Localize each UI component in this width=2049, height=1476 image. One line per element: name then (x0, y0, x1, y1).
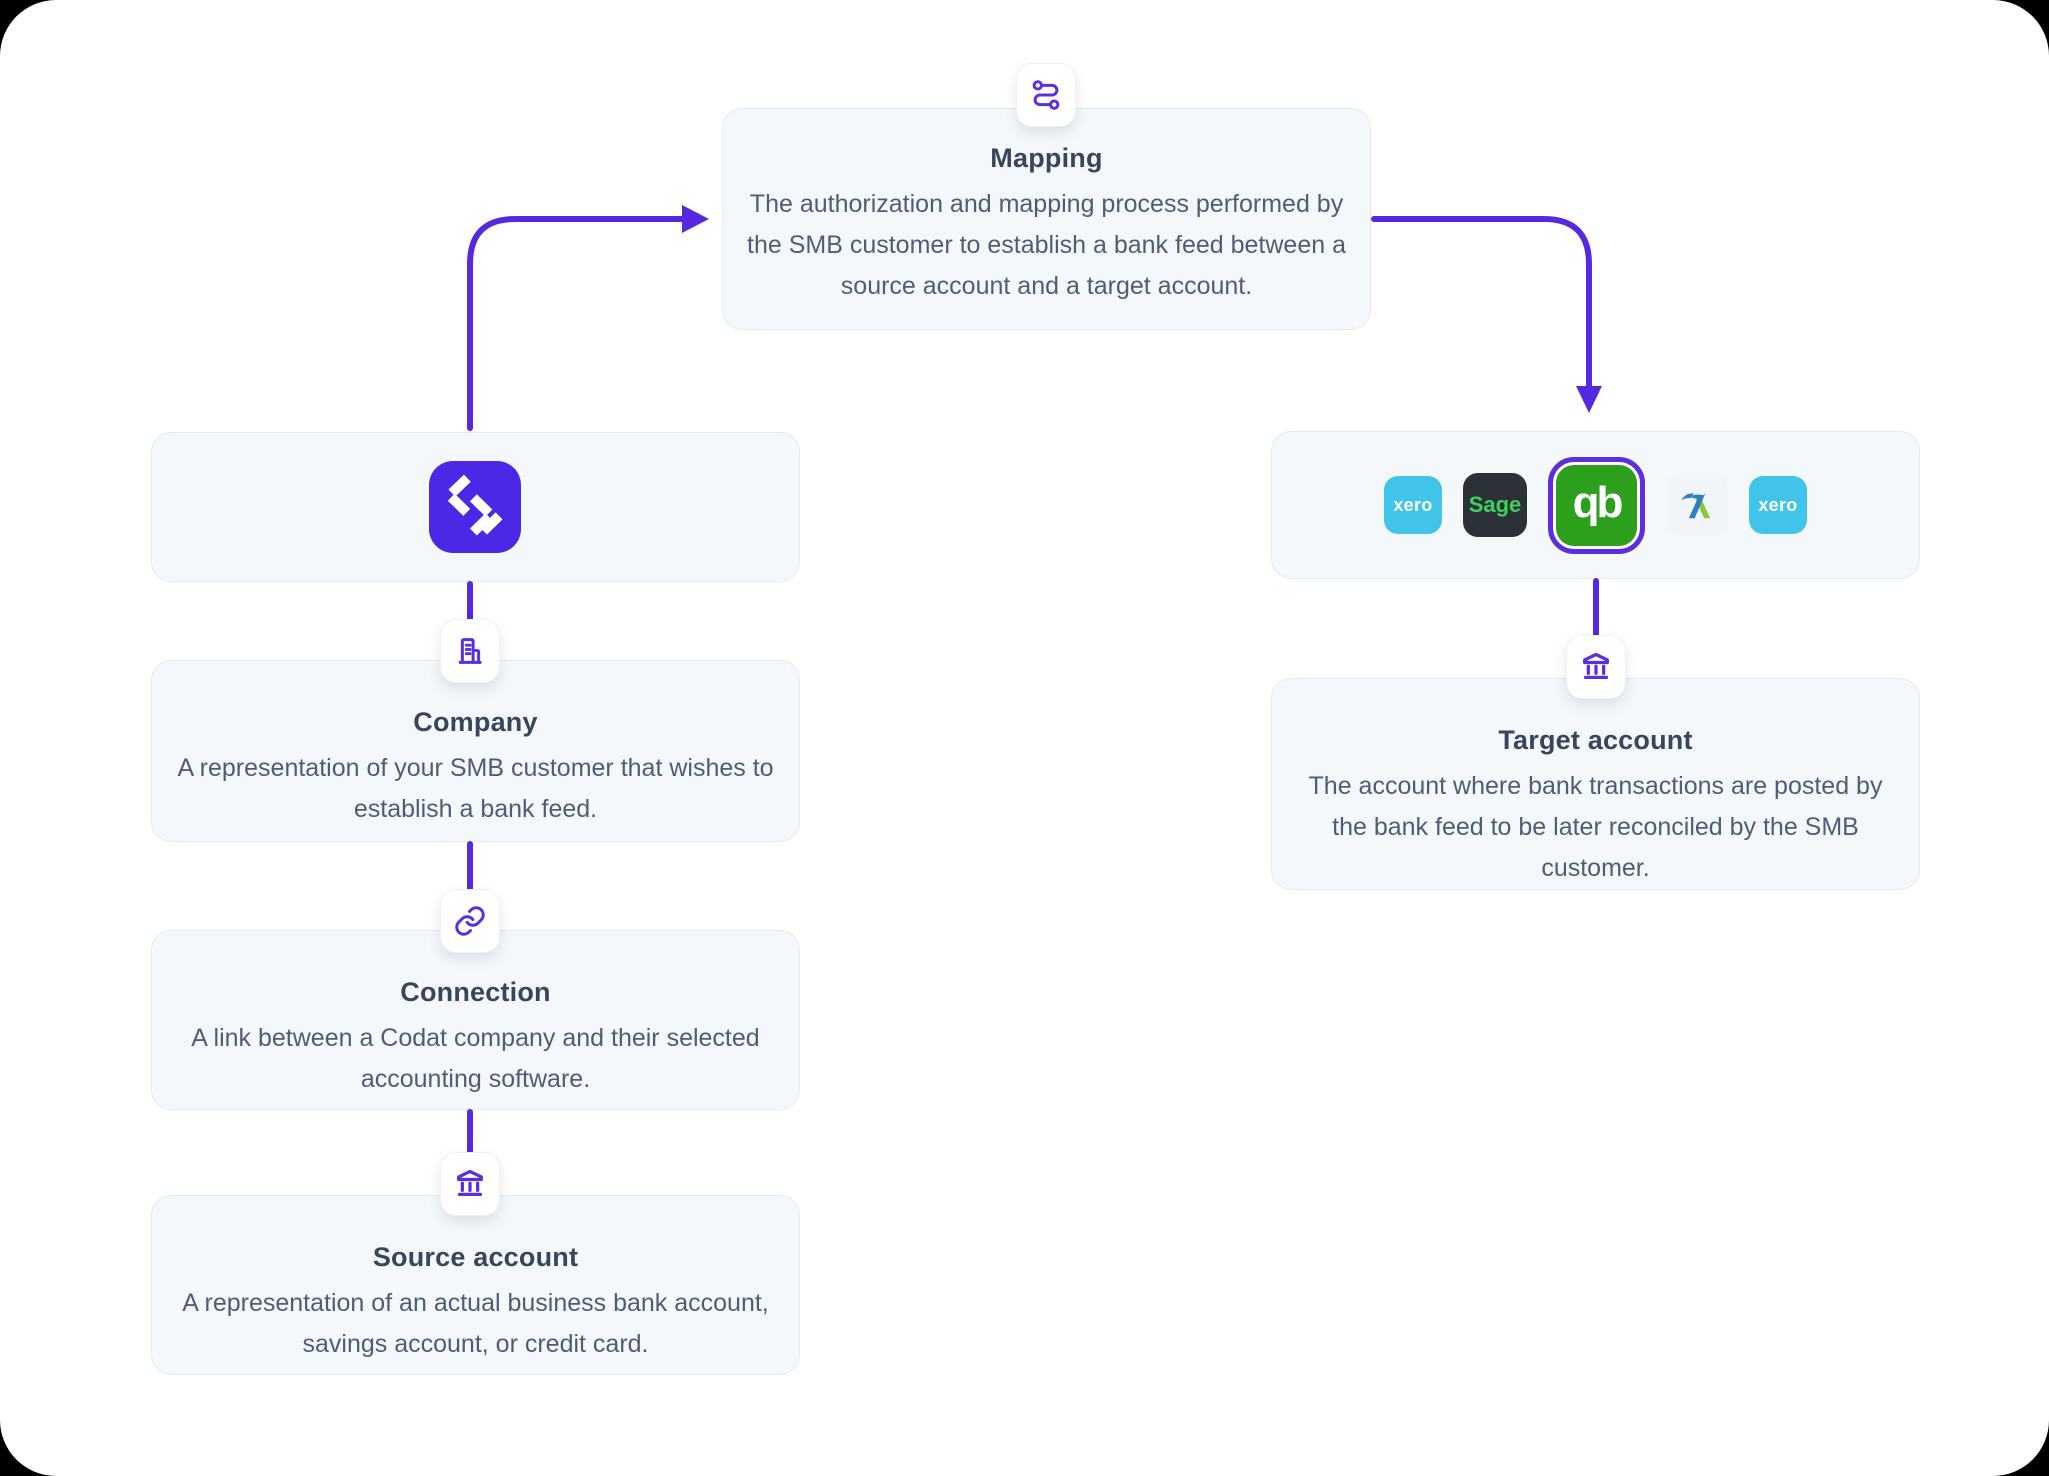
target-account-icon-badge (1567, 636, 1625, 698)
target-account-card: Target account The account where bank tr… (1271, 678, 1920, 890)
xero-logo: xero (1749, 476, 1807, 534)
mapping-description: The authorization and mapping process pe… (747, 190, 1346, 300)
building-icon (458, 638, 482, 664)
source-account-icon-badge (441, 1153, 499, 1215)
mapping-card: Mapping The authorization and mapping pr… (722, 108, 1371, 330)
source-account-card: Source account A representation of an ac… (151, 1195, 800, 1375)
quickbooks-logo-selected-ring: qb (1548, 456, 1645, 554)
company-title: Company (413, 707, 538, 737)
bank-icon (457, 1169, 483, 1196)
mapping-icon-badge (1017, 64, 1075, 126)
company-card: Company A representation of your SMB cus… (151, 660, 800, 842)
quickbooks-logo: qb (1556, 464, 1637, 546)
connection-title: Connection (400, 977, 551, 1007)
connection-icon-badge (441, 890, 499, 952)
xero-logo: xero (1384, 476, 1442, 534)
connection-card: Connection A link between a Codat compan… (151, 930, 800, 1110)
quickbooks-logo-label: qb (1572, 478, 1624, 527)
integrations-card: xero Sage qb xero (1271, 431, 1920, 579)
target-account-title: Target account (1498, 725, 1693, 755)
link-icon (455, 906, 485, 936)
sage-logo: Sage (1463, 473, 1527, 537)
bank-icon (1583, 652, 1609, 679)
xero-logo-label: xero (1393, 494, 1433, 515)
company-description: A representation of your SMB customer th… (177, 754, 774, 823)
sage-logo-label: Sage (1468, 492, 1522, 517)
codat-logo (429, 461, 521, 553)
freeagent-logo (1666, 474, 1728, 536)
mapping-title: Mapping (990, 143, 1103, 173)
xero-logo-label: xero (1758, 494, 1798, 515)
route-icon (1032, 80, 1060, 110)
company-icon-badge (441, 620, 499, 682)
source-account-title: Source account (372, 1242, 579, 1272)
target-account-description: The account where bank transactions are … (1308, 772, 1883, 882)
source-account-description: A representation of an actual business b… (182, 1289, 769, 1358)
connection-description: A link between a Codat company and their… (191, 1024, 760, 1093)
